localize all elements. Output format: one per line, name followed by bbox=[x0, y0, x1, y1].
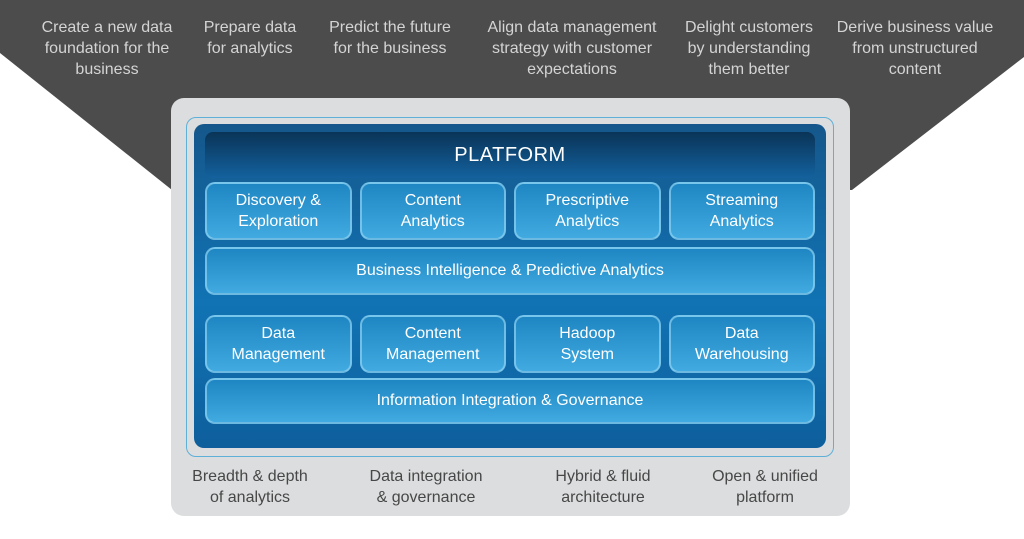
banner-item-align-strategy: Align data management strategy with cust… bbox=[488, 17, 657, 80]
tile-line: Management bbox=[386, 346, 480, 363]
banner-line: Create a new data bbox=[41, 19, 173, 36]
tile-discovery-exploration: Discovery & Exploration bbox=[205, 182, 352, 240]
tile-line: Warehousing bbox=[694, 346, 789, 363]
tile-content-analytics: Content Analytics bbox=[359, 182, 506, 240]
banner-item-new-data-foundation: Create a new data foundation for the bus… bbox=[42, 17, 173, 80]
tile-data-management: Data Management bbox=[205, 315, 352, 373]
analytics-tile-row: Discovery & Exploration Content Analytic… bbox=[205, 182, 815, 240]
tile-line: Data bbox=[724, 325, 759, 342]
caption-line: Open & unified bbox=[712, 468, 818, 485]
data-tile-row: Data Management Content Management Hadoo… bbox=[205, 315, 815, 373]
banner-line: for analytics bbox=[207, 40, 293, 57]
tile-line: Streaming bbox=[705, 192, 779, 209]
banner-line: foundation for the bbox=[44, 40, 170, 57]
caption-open-unified-platform: Open & unified platform bbox=[712, 466, 818, 508]
banner-item-derive-value: Derive business value from unstructured … bbox=[837, 17, 994, 80]
caption-breadth-depth-analytics: Breadth & depth of analytics bbox=[192, 466, 308, 508]
tile-streaming-analytics: Streaming Analytics bbox=[668, 182, 815, 240]
platform-card: PLATFORM Discovery & Exploration Content… bbox=[171, 98, 850, 516]
tile-content-management: Content Management bbox=[359, 315, 506, 373]
banner-item-predict-future: Predict the future for the business bbox=[329, 17, 451, 59]
banner-item-delight-customers: Delight customers by understanding them … bbox=[685, 17, 813, 80]
banner-line: by understanding bbox=[687, 40, 811, 57]
banner-line: Derive business value bbox=[836, 19, 994, 36]
caption-line: Hybrid & fluid bbox=[555, 468, 651, 485]
tile-line: Exploration bbox=[238, 213, 319, 230]
bar-label: Information Integration & Governance bbox=[376, 392, 644, 409]
caption-line: platform bbox=[736, 489, 794, 506]
tile-line: Content bbox=[404, 192, 461, 209]
tile-line: Data bbox=[261, 325, 296, 342]
tile-line: System bbox=[560, 346, 614, 363]
banner-line: strategy with customer bbox=[491, 40, 653, 57]
tile-line: Analytics bbox=[709, 213, 774, 230]
banner-line: Align data management bbox=[487, 19, 657, 36]
tile-line: Analytics bbox=[400, 213, 465, 230]
banner-line: Delight customers bbox=[684, 19, 814, 36]
tile-prescriptive-analytics: Prescriptive Analytics bbox=[514, 182, 661, 240]
caption-line: architecture bbox=[561, 489, 645, 506]
caption-hybrid-fluid-architecture: Hybrid & fluid architecture bbox=[555, 466, 650, 508]
bar-information-integration-governance: Information Integration & Governance bbox=[205, 378, 815, 424]
banner-line: Prepare data bbox=[203, 19, 297, 36]
tile-line: Hadoop bbox=[559, 325, 616, 342]
tile-hadoop-system: Hadoop System bbox=[514, 315, 661, 373]
caption-data-integration-governance: Data integration & governance bbox=[370, 466, 483, 508]
banner-line: content bbox=[888, 61, 942, 78]
caption-line: Data integration bbox=[369, 468, 483, 485]
tile-line: Content bbox=[404, 325, 461, 342]
platform-card-outline bbox=[186, 117, 834, 457]
banner-line: them better bbox=[708, 61, 790, 78]
tile-data-warehousing: Data Warehousing bbox=[668, 315, 815, 373]
tile-line: Management bbox=[231, 346, 325, 363]
banner-line: for the business bbox=[333, 40, 447, 57]
platform-header: PLATFORM bbox=[205, 132, 815, 178]
bar-label: Business Intelligence & Predictive Analy… bbox=[356, 262, 664, 279]
caption-line: Breadth & depth bbox=[192, 468, 308, 485]
banner-line: expectations bbox=[527, 61, 617, 78]
tile-line: Discovery & bbox=[235, 192, 321, 209]
banner-line: from unstructured bbox=[852, 40, 978, 57]
platform-container: PLATFORM Discovery & Exploration Content… bbox=[194, 124, 826, 448]
bar-business-intelligence-predictive-analytics: Business Intelligence & Predictive Analy… bbox=[205, 247, 815, 295]
tile-line: Analytics bbox=[555, 213, 620, 230]
banner-line: Predict the future bbox=[329, 19, 451, 36]
caption-line: & governance bbox=[376, 489, 476, 506]
banner-line: business bbox=[75, 61, 139, 78]
banner-item-prepare-data: Prepare data for analytics bbox=[204, 17, 297, 59]
tile-line: Prescriptive bbox=[545, 192, 630, 209]
caption-line: of analytics bbox=[209, 489, 291, 506]
platform-title: PLATFORM bbox=[454, 143, 566, 166]
